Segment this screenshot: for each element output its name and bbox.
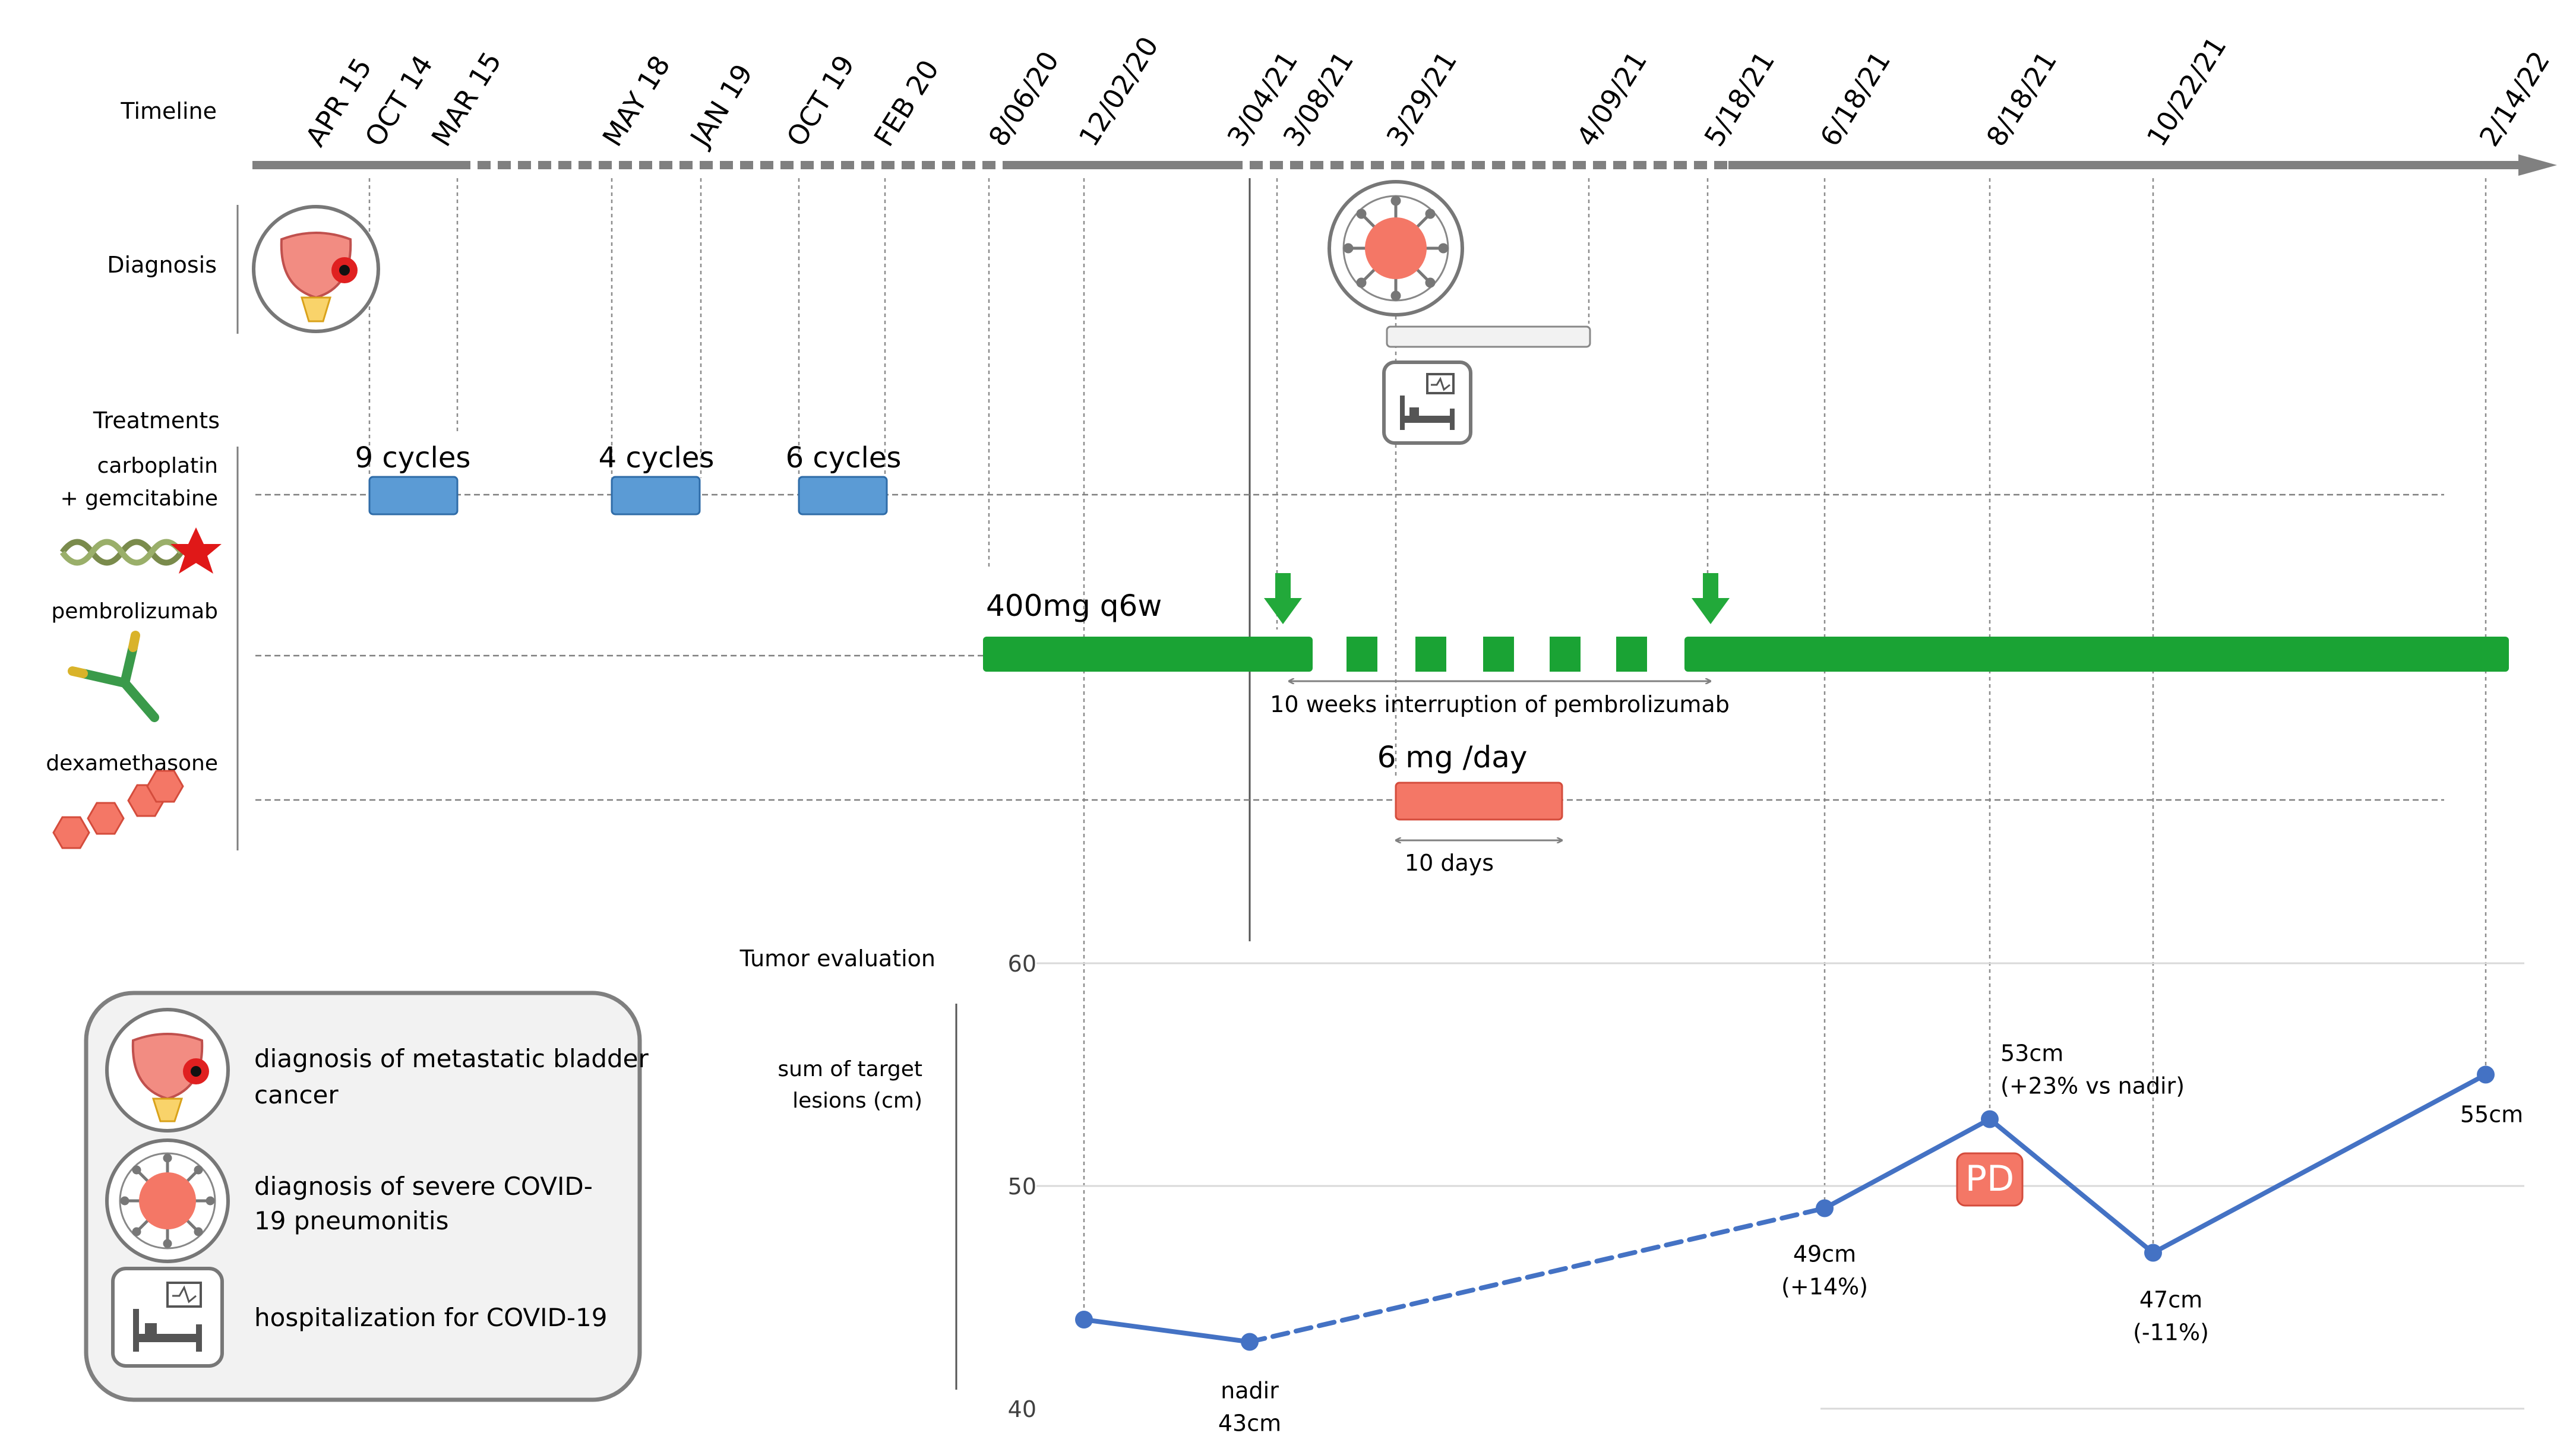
chemo-cycles-label: 4 cycles (599, 441, 715, 475)
pembro-dose-label: 400mg q6w (986, 589, 1162, 623)
point-label: (-11%) (2133, 1320, 2209, 1346)
date-label: 5/18/21 (1698, 46, 1781, 152)
legend-bladder-text: diagnosis of metastatic bladder (254, 1044, 649, 1073)
point-label: (+14%) (1781, 1274, 1868, 1300)
gemcitabine-label: + gemcitabine (61, 486, 218, 511)
legend-virus-icon (105, 1138, 230, 1263)
dexa-dose-label: 6 mg /day (1377, 740, 1528, 774)
pembro-stop-arrow (1264, 573, 1302, 624)
chemo-cycles-label: 6 cycles (786, 441, 902, 475)
date-label: 12/02/20 (1073, 31, 1165, 152)
date-label: MAY 18 (596, 50, 677, 152)
line-segment (1082, 1317, 1252, 1345)
date-label: OCT 19 (780, 49, 861, 151)
diagnosis-label: Diagnosis (107, 252, 217, 278)
dexa-duration-label: 10 days (1405, 850, 1494, 876)
steroid-molecule-icon (52, 770, 184, 849)
date-label: 8/06/20 (982, 46, 1066, 152)
pembrolizumab-bar (983, 637, 2509, 672)
dexamethasone-bar (1395, 782, 1563, 821)
data-point (1075, 1311, 1093, 1329)
date-label: 4/09/21 (1570, 46, 1654, 152)
carboplatin-label: carboplatin (97, 454, 218, 478)
date-label: MAR 15 (425, 46, 508, 152)
date-label: JAN 19 (683, 58, 759, 153)
line-segment (1987, 1116, 2155, 1255)
legend-covid-text: 19 pneumonitis (254, 1206, 448, 1235)
chart-y-tick-labels: 60 50 40 (1008, 951, 1036, 1422)
interruption-label: 10 weeks interruption of pembrolizumab (1270, 691, 1730, 717)
bladder-icon (252, 205, 380, 333)
timeline-arrow (252, 154, 2557, 176)
line-segment-dashed (1247, 1206, 1827, 1345)
timeline-date-labels: APR 15 OCT 14 MAR 15 MAY 18 JAN 19 OCT 1… (299, 31, 2556, 153)
point-label: 53cm (2000, 1040, 2063, 1067)
point-label: (+23% vs nadir) (2000, 1073, 2185, 1099)
pembrolizumab-label: pembrolizumab (51, 599, 218, 624)
y-tick-label: 60 (1008, 951, 1036, 977)
chemo-bar (368, 476, 459, 515)
chemo-bar (798, 476, 888, 515)
date-label: 6/18/21 (1814, 46, 1897, 152)
date-label: 10/22/21 (2141, 31, 2233, 152)
chemo-cycles-label: 9 cycles (355, 441, 471, 475)
sum-target-label: lesions (cm) (792, 1089, 922, 1113)
date-label: 2/14/22 (2473, 46, 2556, 152)
point-label: 47cm (2139, 1287, 2202, 1313)
tumor-size-line (1082, 1072, 2488, 1345)
date-label: 3/29/21 (1380, 46, 1464, 152)
chemo-bar (611, 476, 701, 515)
treatments-label: Treatments (93, 407, 220, 434)
data-point (1816, 1199, 1834, 1217)
legend-bladder-icon (105, 1008, 230, 1133)
pd-badge: PD (1956, 1152, 2024, 1207)
pd-badge-text: PD (1965, 1158, 2014, 1200)
legend-hospital-bed-icon (111, 1267, 224, 1368)
data-point (2144, 1244, 2162, 1262)
tumor-size-points (1075, 1065, 2495, 1351)
dexamethasone-label: dexamethasone (46, 751, 218, 776)
y-tick-label: 40 (1008, 1396, 1036, 1422)
date-label: FEB 20 (868, 54, 946, 152)
point-label: 49cm (1793, 1241, 1856, 1267)
point-label: nadir (1221, 1378, 1279, 1404)
hospital-bed-icon (1382, 360, 1472, 445)
data-point (1241, 1333, 1259, 1351)
pembro-resume-arrow (1692, 573, 1730, 624)
antibody-icon (68, 631, 159, 722)
point-label: 55cm (2460, 1102, 2523, 1128)
dna-icon (59, 527, 222, 574)
line-segment (1822, 1116, 1992, 1211)
timeline-label: Timeline (120, 98, 217, 124)
data-point (1981, 1110, 1999, 1128)
line-segment (2151, 1072, 2488, 1255)
y-tick-label: 50 (1008, 1174, 1036, 1200)
tumor-point-labels: nadir 43cm 49cm (+14%) 53cm (+23% vs nadir) 47… (1218, 1040, 2523, 1437)
legend-hospital-text: hospitalization for COVID-19 (254, 1303, 607, 1332)
hospitalization-bar (1386, 325, 1591, 348)
legend-covid-text: diagnosis of severe COVID- (254, 1172, 593, 1201)
date-label: 8/18/21 (1980, 46, 2063, 152)
legend-bladder-text: cancer (254, 1080, 339, 1109)
point-label: 43cm (1218, 1410, 1281, 1437)
tumor-evaluation-label: Tumor evaluation (739, 945, 935, 972)
virus-icon (1327, 180, 1464, 317)
data-point (2477, 1065, 2495, 1084)
sum-target-label: sum of target (777, 1057, 922, 1081)
date-guide-lines (368, 178, 2487, 1312)
